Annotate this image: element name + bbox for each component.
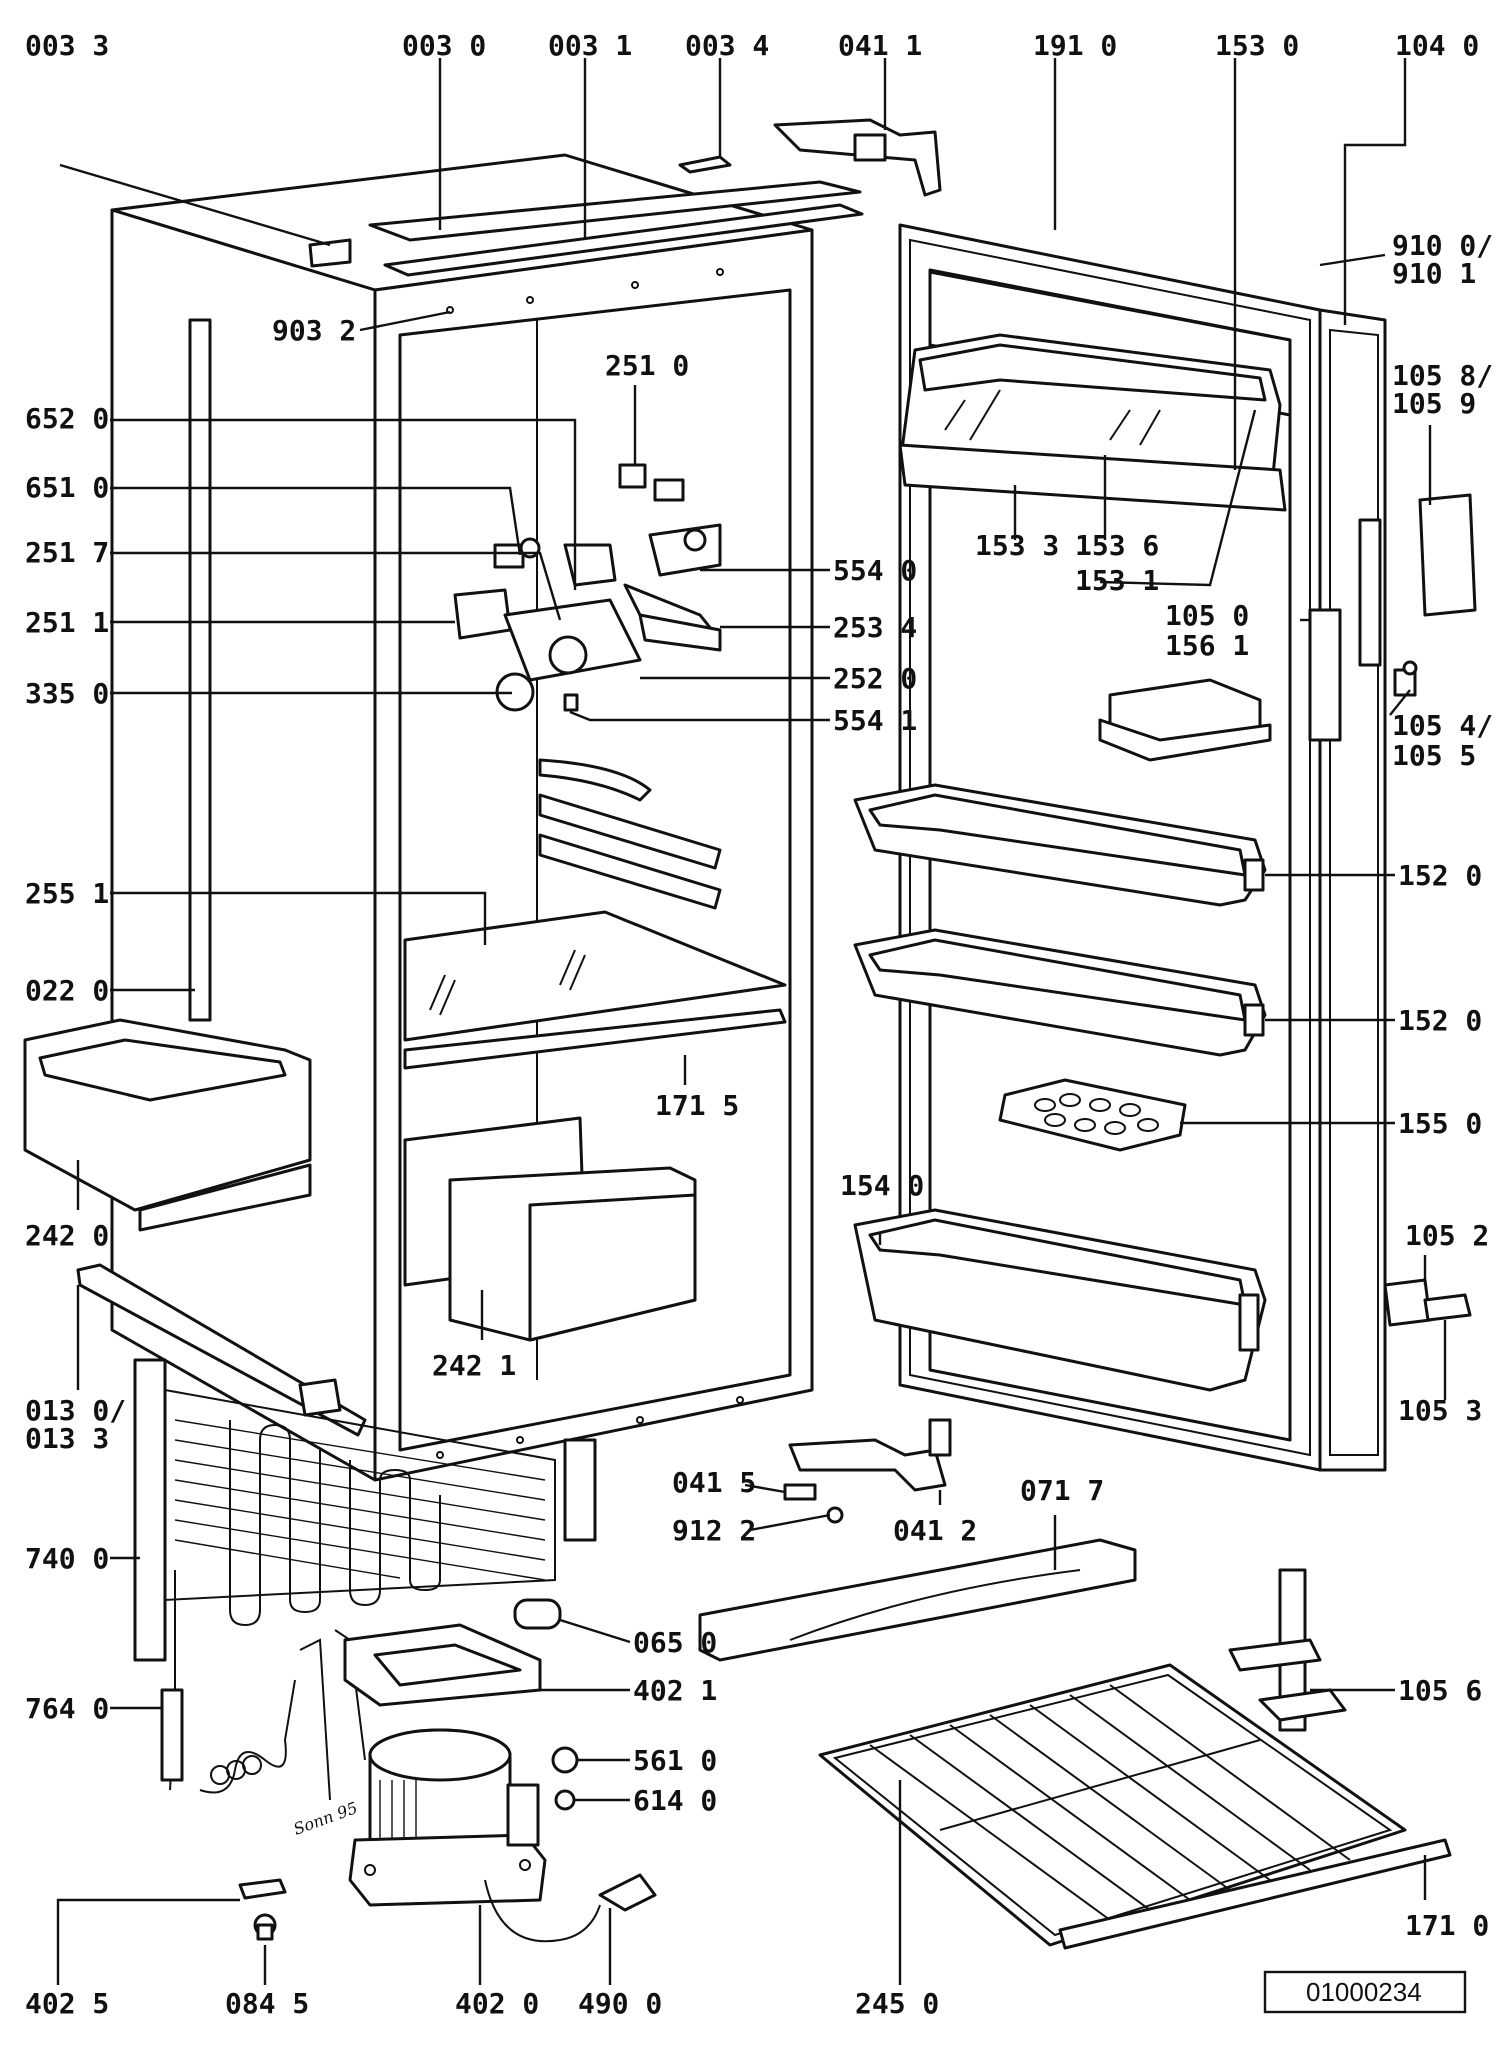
front-trim-strip [1058,1838,1452,1950]
label-105-4: 105 4/ [1392,709,1493,742]
label-013-0: 013 0/ [25,1394,126,1427]
bottom-hinge [783,1418,952,1524]
inner-rails [538,758,722,910]
label-084-5: 084 5 [225,1987,309,2020]
label-740-0: 740 0 [25,1542,109,1575]
compressor [160,1570,657,1943]
leader-lines [56,58,1447,1985]
label-652-0: 652 0 [25,402,109,435]
label-041-5: 041 5 [672,1466,756,1499]
crisper-bins [403,1116,697,1342]
label-242-0: 242 0 [25,1219,109,1252]
bottom-rail [76,1263,367,1437]
reference-code-box: 01000234 [1263,1970,1467,2014]
part-labels: 003 3 003 0 003 1 003 4 041 1 191 0 153 … [25,29,1493,2020]
label-490-0: 490 0 [578,1987,662,2020]
label-171-0: 171 0 [1405,1909,1489,1942]
label-105-2: 105 2 [1405,1219,1489,1252]
label-764-0: 764 0 [25,1692,109,1725]
label-041-2: 041 2 [893,1514,977,1547]
label-156-1: 156 1 [1165,629,1249,662]
label-071-7: 071 7 [1020,1474,1104,1507]
wire-rack [818,1663,1407,1947]
label-003-1: 003 1 [548,29,632,62]
bottle-shelf [853,1208,1267,1392]
label-335-0: 335 0 [25,677,109,710]
label-910-0: 910 0/ [1392,229,1493,262]
bottle-bin-left [23,1018,312,1232]
kick-strip [698,1538,1137,1662]
label-251-0: 251 0 [605,349,689,382]
glass-shelf [403,910,787,1070]
label-402-5: 402 5 [25,1987,109,2020]
label-402-0: 402 0 [455,1987,539,2020]
label-561-0: 561 0 [633,1744,717,1777]
label-105-0: 105 0 [1165,599,1249,632]
thermostat-assembly [453,463,722,712]
label-041-1: 041 1 [838,29,922,62]
label-105-3: 105 3 [1398,1394,1482,1427]
label-903-2: 903 2 [272,314,356,347]
lower-door-hinge [1383,1278,1472,1327]
label-252-0: 252 0 [833,662,917,695]
label-065-0: 065 0 [633,1626,717,1659]
label-153-6: 153 6 [1075,529,1159,562]
door-hinge-pin [1393,660,1418,697]
condenser [133,1358,597,1662]
label-651-0: 651 0 [25,471,109,504]
label-003-3: 003 3 [25,29,109,62]
stand-bracket [1228,1568,1347,1732]
sketch-mark: Sonn 95 [291,1798,360,1839]
label-251-7: 251 7 [25,536,109,569]
dairy-compartment [898,270,1292,512]
label-251-1: 251 1 [25,606,109,639]
egg-tray [998,1078,1187,1152]
label-255-1: 255 1 [25,877,109,910]
label-105-8: 105 8/ [1392,359,1493,392]
label-105-5: 105 5 [1392,739,1476,772]
door-shelf-upper [853,783,1267,907]
label-153-3: 153 3 [975,529,1059,562]
label-253-4: 253 4 [833,611,917,644]
label-554-1: 554 1 [833,704,917,737]
label-013-3: 013 3 [25,1422,109,1455]
top-hinge [773,118,942,197]
label-554-0: 554 0 [833,554,917,587]
label-003-4: 003 4 [685,29,769,62]
label-003-0: 003 0 [402,29,486,62]
butter-dish [1098,678,1272,762]
label-105-9: 105 9 [1392,387,1476,420]
label-152-0-upper: 152 0 [1398,859,1482,892]
small-parts [238,1598,579,1941]
label-152-0-lower: 152 0 [1398,1004,1482,1037]
label-171-5: 171 5 [655,1089,739,1122]
label-191-0: 191 0 [1033,29,1117,62]
label-105-6: 105 6 [1398,1674,1482,1707]
label-022-0: 022 0 [25,974,109,1007]
label-153-1: 153 1 [1075,564,1159,597]
label-245-0: 245 0 [855,1987,939,2020]
label-155-0: 155 0 [1398,1107,1482,1140]
reference-code: 01000234 [1306,1977,1422,2007]
top-cover-strips [308,155,864,277]
label-910-1: 910 1 [1392,257,1476,290]
label-154-0: 154 0 [840,1169,924,1202]
compressor-bracket [343,1623,542,1707]
label-614-0: 614 0 [633,1784,717,1817]
label-912-2: 912 2 [672,1514,756,1547]
label-242-1: 242 1 [432,1349,516,1382]
door-shelf-lower [853,928,1267,1057]
label-104-0: 104 0 [1395,29,1479,62]
label-402-1: 402 1 [633,1674,717,1707]
label-153-0: 153 0 [1215,29,1299,62]
